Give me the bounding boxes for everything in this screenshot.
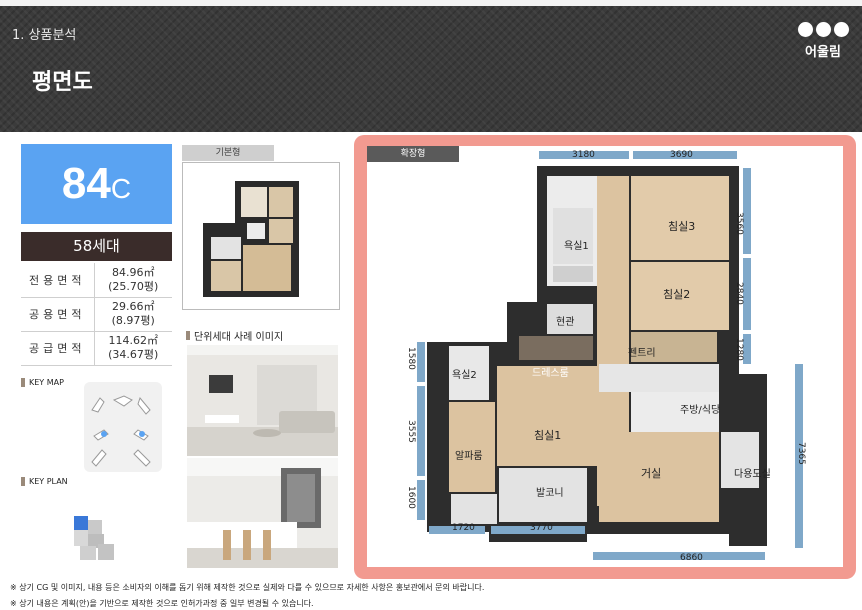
kitchen-image: [187, 458, 338, 568]
room-balcony: 발코니: [536, 488, 564, 499]
dim-bottom-left: 1720: [452, 523, 475, 533]
dim-left-1: 1580: [406, 347, 416, 370]
area-pyeong: (25.70평): [108, 279, 159, 293]
dim-right-3: 1280: [734, 338, 744, 361]
kitchen-photo: [187, 458, 338, 568]
area-value: 114.62㎡ (34.67평): [94, 331, 172, 366]
area-value: 29.66㎡ (8.97평): [94, 297, 172, 332]
page-header: 1. 상품분석 평면도 어울림: [0, 6, 862, 132]
footnote-1: ※ 상기 CG 및 이미지, 내용 등은 소비자의 이해를 돕기 위해 제작한 …: [10, 583, 485, 592]
room-entrance: 현관: [556, 317, 575, 328]
room-living: 거실: [641, 467, 662, 480]
room-bath1: 욕실1: [564, 241, 589, 252]
unit-type-number: 84: [61, 159, 111, 208]
room-dressroom: 드레스룸: [532, 368, 569, 379]
dim-right-1: 3560: [734, 212, 744, 235]
brand-logo: 어울림: [796, 22, 850, 60]
key-map-icon: [91, 395, 151, 467]
dim-left-2: 3555: [406, 420, 416, 443]
key-map-label: KEY MAP: [21, 378, 64, 387]
dim-top-left: 3180: [572, 150, 595, 160]
area-label: 공용면적: [21, 297, 95, 332]
dim-bottom-mid: 3770: [530, 523, 553, 533]
area-row: 공급면적 114.62㎡ (34.67평): [21, 331, 172, 366]
households-count: 58세대: [21, 232, 172, 261]
area-pyeong: (34.67평): [108, 348, 159, 361]
section-label: 1. 상품분석: [12, 28, 77, 43]
room-bedroom1: 침실1: [534, 429, 562, 442]
room-pantry: 펜트리: [628, 348, 656, 359]
area-row: 전용면적 84.96㎡ (25.70평): [21, 263, 172, 298]
key-plan-icon: [74, 516, 114, 560]
dimension-arrows: [417, 151, 803, 560]
dim-left-3: 1600: [406, 486, 416, 509]
footnote-2: ※ 상기 내용은 계획(안)을 기반으로 제작한 것으로 인허가과정 중 일부 …: [10, 599, 314, 608]
brand-dots-icon: [796, 22, 850, 37]
basic-floorplan-icon: [203, 181, 299, 297]
page-title: 평면도: [32, 70, 93, 95]
area-pyeong: (8.97평): [111, 314, 155, 327]
basic-floorplan-image: [182, 162, 340, 310]
expanded-floorplan: [367, 146, 803, 560]
living-room-photo: [187, 345, 338, 456]
area-m2: 84.96㎡: [112, 265, 155, 279]
dim-right-total: 7365: [796, 442, 806, 465]
dim-top-right: 3690: [670, 150, 693, 160]
key-plan-image: [72, 514, 118, 566]
unit-type-letter: C: [110, 173, 132, 204]
area-row: 공용면적 29.66㎡ (8.97평): [21, 297, 172, 332]
basic-type-tab: 기본형: [182, 145, 274, 161]
room-bath2: 욕실2: [452, 370, 477, 381]
expanded-type-tab: 확장형: [367, 146, 459, 162]
area-table: 전용면적 84.96㎡ (25.70평) 공용면적 29.66㎡ (8.97평)…: [21, 263, 172, 366]
room-bedroom3: 침실3: [668, 220, 696, 233]
brand-name: 어울림: [805, 45, 841, 60]
area-value: 84.96㎡ (25.70평): [94, 263, 172, 298]
top-strip: [0, 0, 862, 6]
area-m2: 29.66㎡: [112, 300, 155, 313]
key-map-image: [84, 382, 162, 472]
example-images-label: 단위세대 사례 이미지: [186, 328, 283, 343]
room-utility: 다용도실: [734, 469, 771, 480]
key-plan-label: KEY PLAN: [21, 477, 68, 486]
dim-bottom-right: 6860: [680, 553, 703, 563]
area-label: 전용면적: [21, 263, 95, 298]
living-room-image: [187, 345, 338, 456]
room-alpha: 알파룸: [455, 451, 483, 462]
dim-right-2: 2840: [734, 282, 744, 305]
area-m2: 114.62㎡: [108, 334, 159, 347]
unit-type-badge: 84 C: [21, 144, 172, 224]
room-kitchen: 주방/식당: [680, 405, 721, 416]
area-label: 공급면적: [21, 331, 95, 366]
room-bedroom2: 침실2: [663, 288, 691, 301]
